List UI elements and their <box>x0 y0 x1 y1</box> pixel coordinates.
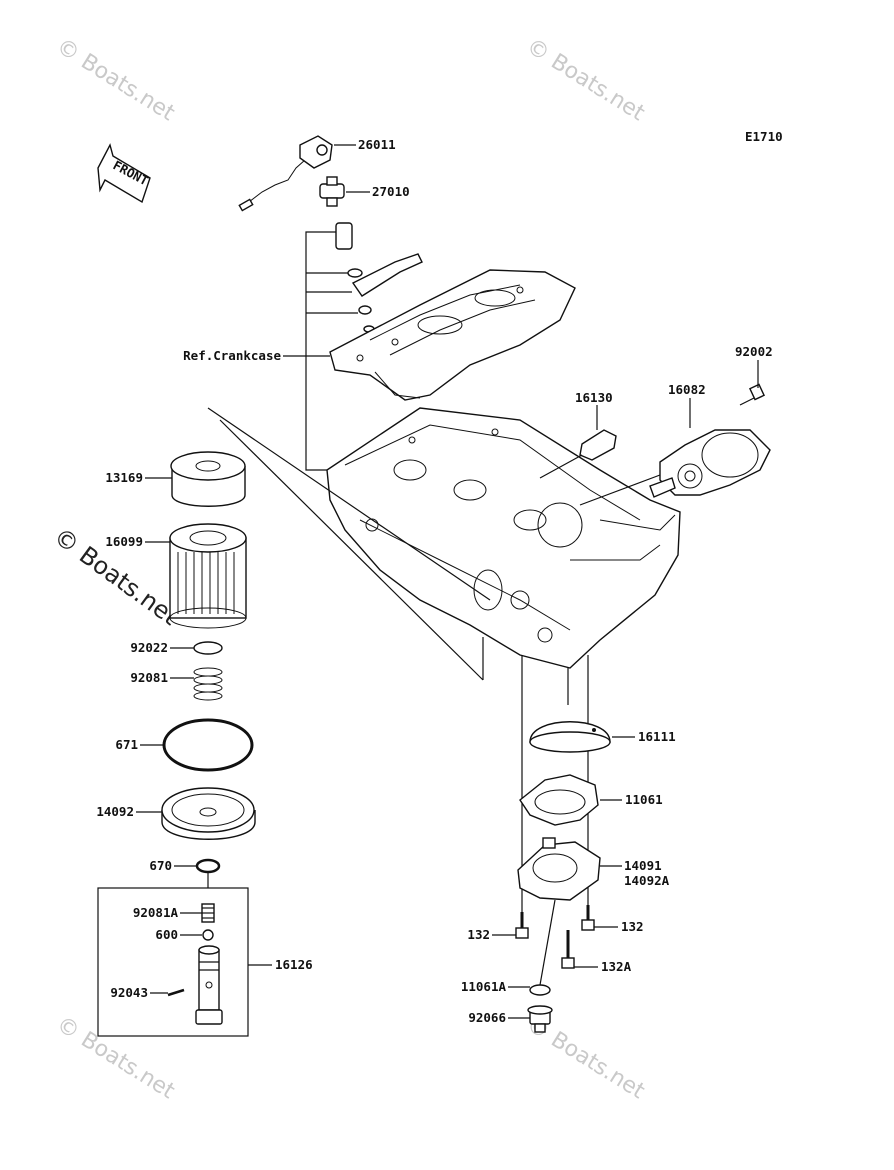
fitting-parts <box>335 222 423 333</box>
label-92081A: 92081A <box>133 905 179 920</box>
ball-600 <box>202 929 214 941</box>
label-16126: 16126 <box>275 957 313 972</box>
bolt-92002 <box>739 383 765 406</box>
lower-crankcase <box>326 407 681 669</box>
label-132A: 132A <box>601 959 632 974</box>
diagram-code: E1710 <box>745 129 783 144</box>
bolt-132A <box>561 930 575 969</box>
label-16082: 16082 <box>668 382 706 397</box>
label-26011: 26011 <box>358 137 396 152</box>
label-13169: 13169 <box>105 470 143 485</box>
label-132-left: 132 <box>467 927 490 942</box>
bolt-132-left <box>515 912 529 939</box>
label-92022: 92022 <box>130 640 168 655</box>
oil-pump-16082 <box>579 429 771 506</box>
o-ring-670 <box>195 858 221 874</box>
drain-plug-92066 <box>527 1005 553 1033</box>
label-92081: 92081 <box>130 670 168 685</box>
label-14092A: 14092A <box>624 873 670 888</box>
label-670: 670 <box>149 858 172 873</box>
label-27010: 27010 <box>372 184 410 199</box>
label-92066: 92066 <box>468 1010 506 1025</box>
filter-cover-14092 <box>161 787 256 840</box>
label-600: 600 <box>155 927 178 942</box>
spring-92081 <box>193 667 223 701</box>
label-ref-crankcase: Ref.Crankcase <box>183 348 281 363</box>
watermark-top-left: © Boats.net <box>52 34 179 127</box>
label-92002: 92002 <box>735 344 773 359</box>
spring-92081A <box>201 903 215 923</box>
label-671: 671 <box>115 737 138 752</box>
oil-filter-16099 <box>169 523 247 629</box>
label-14091: 14091 <box>624 858 662 873</box>
upper-crankcase <box>329 269 576 401</box>
oil-pressure-switch-lead-26011 <box>238 135 333 212</box>
bolt-132-right <box>581 905 595 931</box>
relief-valve-box-16126 <box>97 887 249 1037</box>
label-132-right: 132 <box>621 919 644 934</box>
label-16130: 16130 <box>575 390 613 405</box>
watermark-top-right: © Boats.net <box>522 34 649 127</box>
label-11061: 11061 <box>625 792 663 807</box>
o-ring-671 <box>162 718 254 772</box>
oil-pressure-switch-27010 <box>319 176 345 207</box>
label-92043: 92043 <box>110 985 148 1000</box>
label-11061A: 11061A <box>461 979 507 994</box>
oil-strainer-16111 <box>529 721 611 753</box>
pin-92043 <box>167 988 185 997</box>
label-14092: 14092 <box>96 804 134 819</box>
oil-pan-cover-14091 <box>517 837 601 901</box>
relief-valve-body <box>195 945 223 1025</box>
washer-11061A <box>529 984 551 996</box>
front-arrow-icon: FRONT <box>97 143 151 204</box>
oil-fitting-16130 <box>539 429 617 479</box>
watermark-bottom-left: © Boats.net <box>52 1012 179 1105</box>
washer-92022 <box>193 641 223 655</box>
gasket-11061 <box>519 774 599 826</box>
oil-filter-cap-13169 <box>170 451 246 507</box>
label-16099: 16099 <box>105 534 143 549</box>
label-16111: 16111 <box>638 729 676 744</box>
